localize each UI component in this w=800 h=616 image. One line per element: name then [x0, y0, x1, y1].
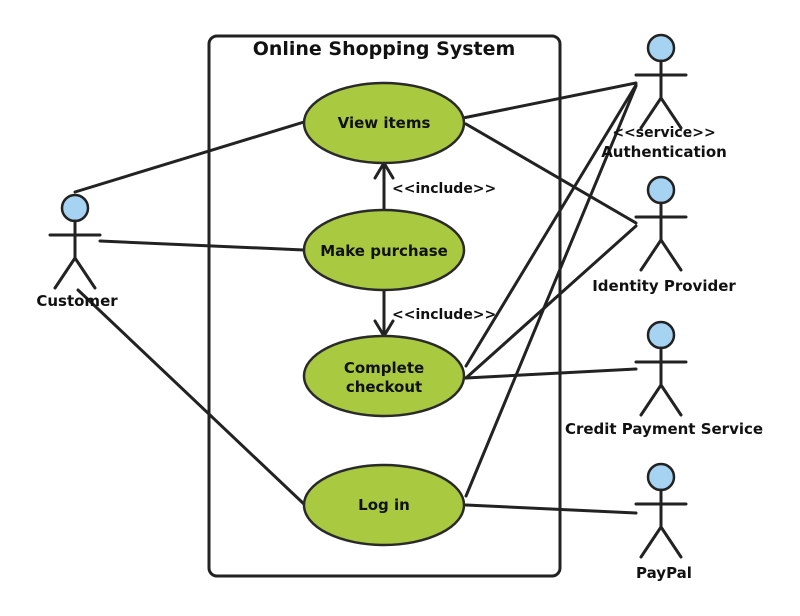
use-case-make-purchase[interactable]: Make purchase — [302, 208, 466, 292]
actor-identity-provider[interactable]: Identity Provider — [592, 175, 736, 295]
assoc-customer-make-purchase — [98, 239, 306, 252]
use-case-make-purchase-label: Make purchase — [320, 242, 448, 260]
use-case-log-in-label: Log in — [358, 496, 410, 514]
use-case-log-in[interactable]: Log in — [302, 463, 466, 547]
assoc-checkout-identity-provider — [464, 224, 638, 380]
use-case-complete-checkout[interactable]: Complete checkout — [302, 334, 466, 418]
include-label-view: <<include>> — [392, 181, 496, 197]
actor-identity-provider-label: Identity Provider — [592, 277, 736, 295]
actor-authentication-label: Authentication — [601, 143, 727, 161]
assoc-log-in-paypal — [464, 503, 638, 515]
system-boundary — [207, 34, 562, 578]
paypal-stick-figure-icon — [634, 462, 688, 559]
assoc-customer-view-items — [73, 120, 306, 194]
actor-customer-label: Customer — [36, 292, 118, 310]
use-case-view-items-label: View items — [338, 114, 431, 132]
customer-stick-figure-icon — [48, 193, 102, 290]
include-view-items: <<include>> — [373, 160, 496, 212]
assoc-view-items-identity-provider — [464, 122, 638, 225]
assoc-log-in-authentication — [464, 84, 638, 498]
include-complete-checkout: <<include>> — [373, 288, 496, 339]
actor-authentication-stereotype: <<service>> — [612, 125, 715, 141]
authentication-stick-figure-icon — [634, 33, 688, 130]
credit-payment-stick-figure-icon — [634, 320, 688, 417]
assoc-view-items-authentication — [461, 81, 638, 120]
use-case-complete-checkout-line2: checkout — [346, 378, 422, 396]
actor-customer[interactable]: Customer — [36, 193, 118, 310]
use-case-complete-checkout-line1: Complete — [344, 359, 424, 377]
actor-paypal-label: PayPal — [636, 564, 692, 582]
identity-provider-stick-figure-icon — [634, 175, 688, 272]
actor-credit-payment-label: Credit Payment Service — [565, 420, 763, 438]
use-case-view-items[interactable]: View items — [302, 81, 466, 165]
actor-authentication[interactable]: <<service>> Authentication — [601, 33, 727, 161]
assoc-customer-log-in — [76, 288, 307, 507]
assoc-checkout-credit-payment — [464, 367, 638, 380]
assoc-checkout-authentication — [464, 83, 638, 368]
actor-paypal[interactable]: PayPal — [634, 462, 692, 582]
associations — [73, 81, 638, 515]
system-title: Online Shopping System — [253, 38, 516, 60]
actor-credit-payment-service[interactable]: Credit Payment Service — [565, 320, 763, 438]
include-label-checkout: <<include>> — [392, 307, 496, 323]
